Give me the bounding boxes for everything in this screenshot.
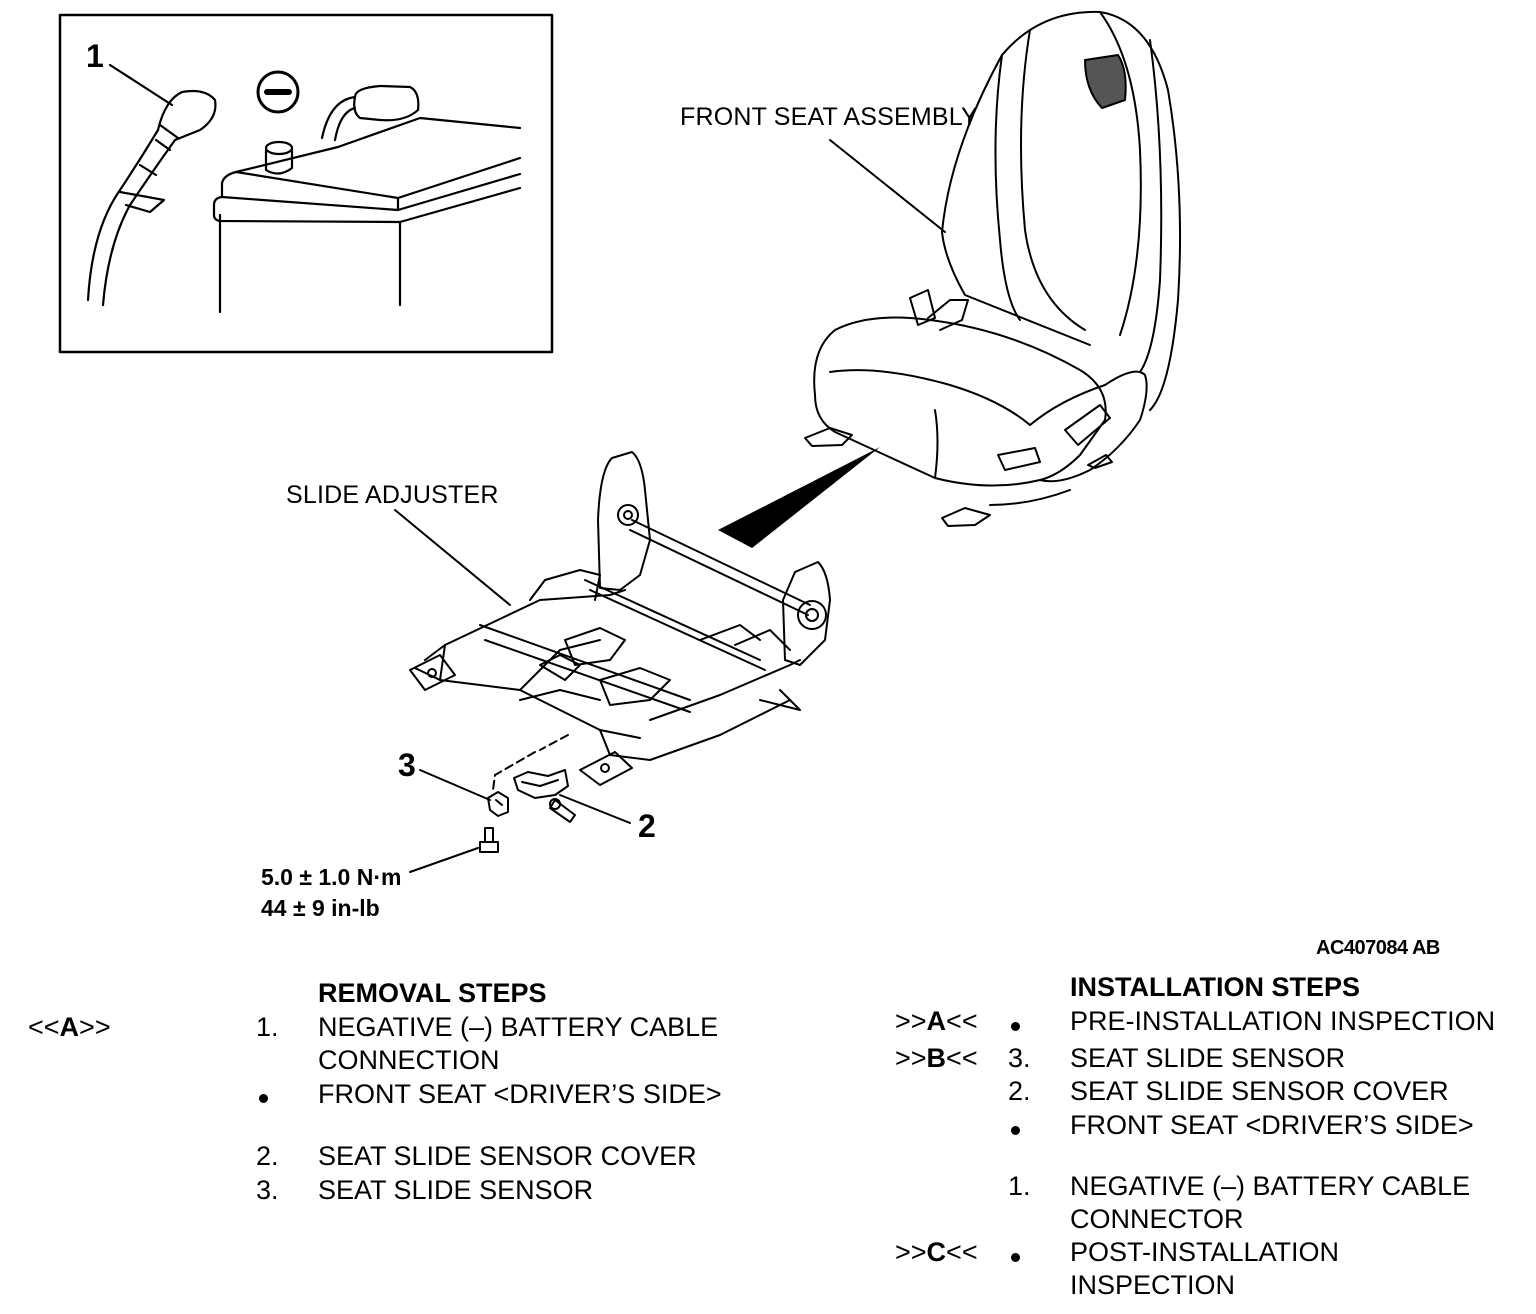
- torque-value-nm: 5.0 ± 1.0 N·m: [261, 864, 402, 890]
- installation-step-bullet: [1011, 1126, 1020, 1135]
- installation-step-text-continued: INSPECTION: [1070, 1270, 1236, 1300]
- installation-step-number: 1.: [1008, 1171, 1031, 1201]
- battery-inset: [58, 13, 554, 354]
- installation-step-text-continued: CONNECTOR: [1070, 1204, 1244, 1234]
- torque-value-inlb: 44 ± 9 in-lb: [261, 895, 380, 921]
- installation-step-text: POST-INSTALLATION: [1070, 1237, 1340, 1267]
- installation-step-text: SEAT SLIDE SENSOR: [1070, 1043, 1346, 1073]
- removal-step-number: 1.: [256, 1012, 279, 1042]
- direction-arrow: [718, 447, 880, 548]
- removal-step-text: FRONT SEAT <DRIVER’S SIDE>: [318, 1079, 722, 1109]
- removal-step-bullet: [259, 1094, 268, 1103]
- installation-steps-heading: INSTALLATION STEPS: [1070, 972, 1360, 1002]
- removal-step-number: 2.: [256, 1141, 279, 1171]
- installation-ref-a: >>A<<: [895, 1006, 978, 1036]
- installation-step-bullet: [1011, 1253, 1020, 1262]
- installation-ref-c: >>C<<: [895, 1237, 978, 1267]
- front-seat-assembly-label: FRONT SEAT ASSEMBLY: [680, 103, 978, 131]
- slide-adjuster-drawing: [394, 451, 831, 786]
- slide-adjuster-label: SLIDE ADJUSTER: [286, 481, 499, 509]
- callout-number-1: 1: [86, 38, 104, 74]
- installation-ref-b: >>B<<: [895, 1043, 978, 1073]
- removal-steps-heading: REMOVAL STEPS: [318, 978, 547, 1008]
- callout-number-3: 3: [398, 747, 416, 783]
- removal-step-text: SEAT SLIDE SENSOR COVER: [318, 1141, 697, 1171]
- callout-number-2: 2: [638, 808, 656, 844]
- installation-step-number: 3.: [1008, 1043, 1031, 1073]
- installation-step-text: PRE-INSTALLATION INSPECTION: [1070, 1006, 1496, 1036]
- figure-code: AC407084 AB: [1316, 937, 1440, 959]
- removal-step-text: NEGATIVE (–) BATTERY CABLE: [318, 1012, 719, 1042]
- removal-step-number: 3.: [256, 1175, 279, 1205]
- sensor-parts-drawing: [409, 734, 631, 873]
- front-seat-drawing: [804, 10, 1182, 527]
- removal-step-text: SEAT SLIDE SENSOR: [318, 1175, 594, 1205]
- removal-step-text-continued: CONNECTION: [318, 1045, 500, 1075]
- removal-ref-a: <<A>>: [28, 1012, 111, 1042]
- installation-step-text: FRONT SEAT <DRIVER’S SIDE>: [1070, 1110, 1474, 1140]
- installation-step-text: NEGATIVE (–) BATTERY CABLE: [1070, 1171, 1471, 1201]
- installation-step-number: 2.: [1008, 1076, 1031, 1106]
- installation-step-bullet: [1011, 1022, 1020, 1031]
- installation-step-text: SEAT SLIDE SENSOR COVER: [1070, 1076, 1449, 1106]
